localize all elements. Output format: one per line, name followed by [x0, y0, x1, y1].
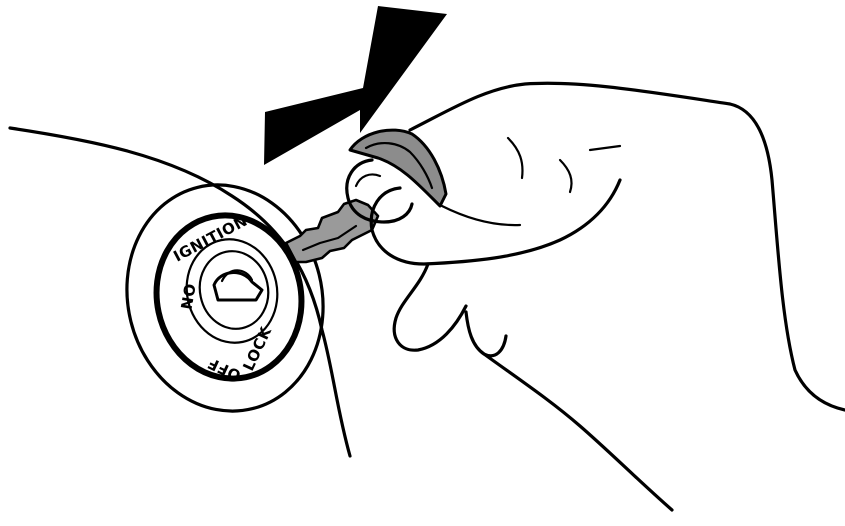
hand-thumb [345, 158, 414, 224]
ignition-switch: IGNITION ON OFF LOCK [153, 212, 305, 385]
hand-back-outline [408, 81, 845, 412]
ignition-outer-ring [153, 212, 305, 382]
hand-crease-3 [588, 144, 622, 152]
ignition-bezel [125, 183, 325, 413]
hand-index-finger [369, 178, 622, 266]
label-off: OFF [205, 354, 244, 385]
label-on: ON [176, 282, 198, 311]
direction-arrow [264, 6, 447, 165]
key-blade-groove [301, 224, 358, 252]
key-grip [348, 128, 448, 208]
key-grip-inner [364, 142, 434, 190]
hand-crease-2 [558, 158, 573, 194]
hand-ring-finger [464, 310, 508, 358]
hand-middle-finger [392, 262, 468, 352]
hand-crease-1 [506, 136, 524, 180]
ignition-inner-ring [185, 238, 279, 344]
key-slot-arc [220, 269, 254, 283]
hand-thumb-nail [354, 173, 382, 188]
key-slot-icon [212, 271, 264, 302]
hand-palm-line [440, 204, 522, 227]
hand-wrist [482, 352, 674, 512]
ignition-core [198, 250, 270, 330]
hand [345, 81, 845, 512]
